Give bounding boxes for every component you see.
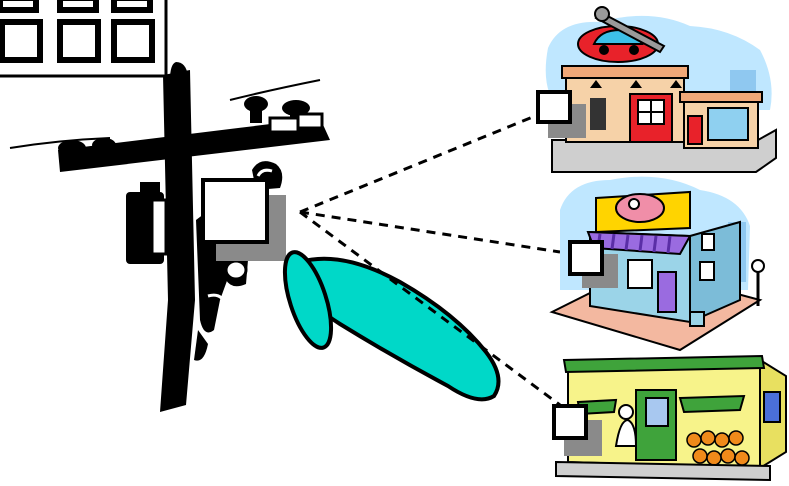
office-building-windows	[0, 0, 168, 78]
square-box-icon	[201, 178, 286, 261]
insulator-icon	[58, 96, 310, 156]
utility-pole-icon	[9, 62, 330, 412]
auto-repair-shop	[536, 6, 777, 173]
transformer-icon	[126, 182, 168, 264]
car-wrench-sign-icon	[577, 6, 666, 63]
ellipse-beam-icon	[282, 250, 501, 402]
butcher-shop	[549, 176, 765, 352]
wireless-links	[299, 112, 561, 407]
shopper-icon	[614, 404, 638, 447]
produce-icon	[686, 430, 750, 466]
meat-sign-icon	[595, 190, 691, 234]
grocery-store	[552, 354, 787, 482]
